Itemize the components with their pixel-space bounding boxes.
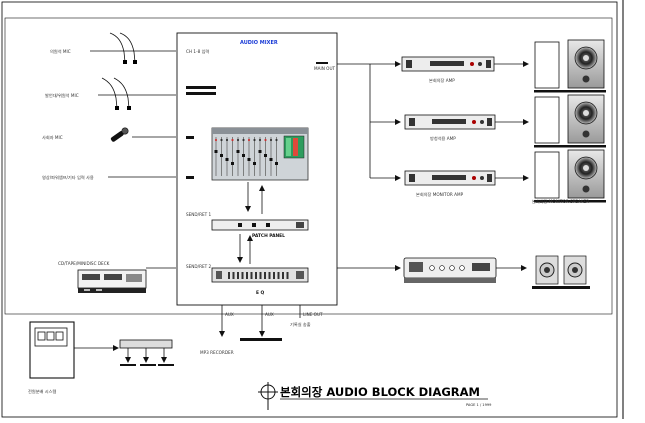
amp2-label: 방청석용 AMP: [430, 135, 456, 142]
lineout-sub-label: 기록실 송출: [290, 321, 311, 328]
eq-label: E Q: [256, 290, 265, 296]
speaker-unit-2: [534, 94, 606, 148]
main-out-label: MAIN OUT: [314, 66, 336, 71]
aux1-label: AUX: [225, 312, 234, 317]
mic3-label: 사회자 MIC: [42, 134, 63, 141]
diagram-title: 본회의장 AUDIO BLOCK DIAGRAM: [280, 385, 480, 399]
input-bar-1: [186, 86, 216, 89]
small-speaker-pair-icon: [532, 255, 590, 289]
receiver-icon: [403, 257, 497, 283]
speaker-unit-1: [534, 39, 606, 93]
handheld-mic-icon: [110, 127, 129, 142]
outer-frame: [1, 1, 618, 418]
title-logo-icon: [258, 382, 278, 410]
mixer-console-icon: [211, 127, 309, 181]
mic2-icon: [101, 77, 131, 110]
line-input-label: 영상/파워앰프/기타 입력 사용: [42, 174, 94, 181]
mic1-label: 의원석 MIC: [50, 48, 71, 55]
aux-receiver-bar: [240, 338, 282, 341]
eq-icon: [211, 267, 309, 283]
deck-label: CD/TAPE/MINIDISC DECK: [58, 261, 110, 266]
deck-icon: [77, 269, 147, 293]
recorder-label: MP3 RECORDER: [200, 350, 234, 355]
input-bar-4: [186, 176, 194, 179]
diagram-subtitle: PAGE 1 / 1999: [466, 403, 492, 407]
main-out-bar: [316, 62, 328, 64]
mic1-icon: [109, 32, 137, 64]
power-cabinet-icon: [29, 321, 75, 379]
amp3-label: 본회의장 MONITOR AMP: [416, 191, 464, 198]
amp2-icon: [404, 114, 496, 130]
amp3-icon: [404, 170, 496, 186]
patch-panel-icon: [211, 219, 309, 231]
amp1-icon: [401, 56, 495, 72]
power-distribution-icon: [119, 339, 174, 366]
input-bar-2: [186, 92, 216, 95]
power-label: 전원분배 시스템: [28, 388, 56, 395]
patch-label: PATCH PANEL: [252, 233, 285, 239]
send1-label: SEND/RET 1: [186, 212, 212, 217]
mic2-label: 발언대/위원석 MIC: [45, 92, 79, 99]
mixer-input-label: CH 1-8 입력: [186, 48, 209, 55]
equipment-frame: [4, 17, 613, 315]
input-bar-3: [186, 136, 194, 139]
amp1-label: 본회의장 AMP: [429, 77, 455, 84]
speaker-unit-3: [534, 149, 606, 203]
aux2-label: AUX: [265, 312, 274, 317]
send2-label: SEND/RET 2: [186, 264, 212, 269]
lineout-label: LINE OUT: [303, 312, 323, 317]
monitor-speaker-label: 본회의장 MONITOR SPEAKER: [532, 198, 589, 205]
mixer-title: AUDIO MIXER: [240, 40, 278, 46]
